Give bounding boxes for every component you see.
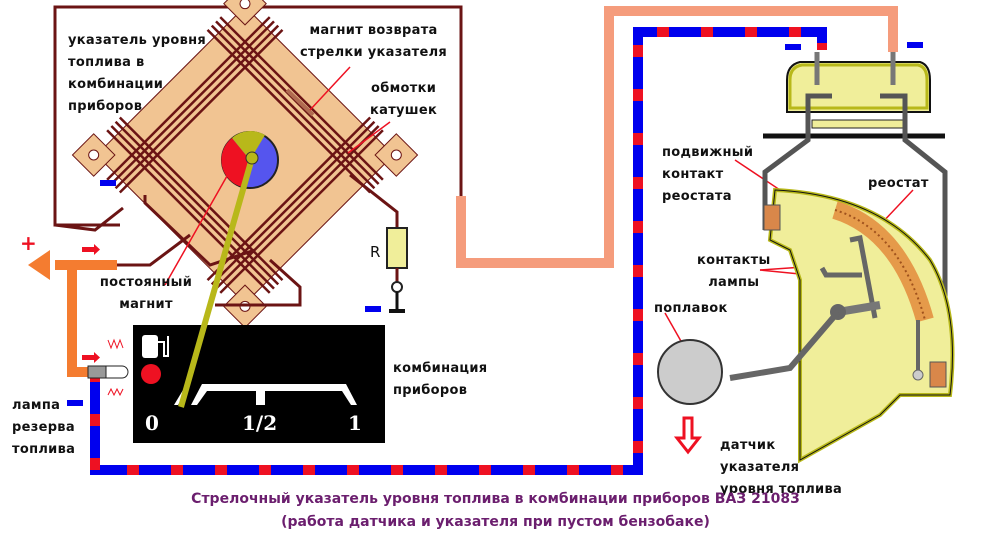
plus-sign: + xyxy=(20,231,37,255)
wire-bottom-loop xyxy=(215,258,302,307)
wire-coil-lower xyxy=(54,206,124,232)
instrument-cluster xyxy=(133,325,385,443)
scale-label-1: 1 xyxy=(348,411,362,435)
gauge-scale xyxy=(174,384,357,405)
float xyxy=(657,339,723,405)
return-magnet xyxy=(285,88,315,117)
resistor-terminal xyxy=(391,281,403,293)
caption-line-1: Стрелочный указатель уровня топлива в ко… xyxy=(191,491,800,507)
current-arrow-icons xyxy=(82,244,100,363)
fuel-sender xyxy=(729,52,955,464)
resistor xyxy=(386,227,408,269)
minus-icons xyxy=(67,42,923,406)
coil-windings xyxy=(106,16,384,294)
reserve-lamp-icon xyxy=(87,338,129,397)
wire-gauge-loop xyxy=(53,5,463,227)
plus-wire xyxy=(28,250,117,377)
scale-label-half: 1/2 xyxy=(242,411,277,435)
wire-sensor xyxy=(456,6,898,268)
caption-line-2: (работа датчика и указателя при пустом б… xyxy=(281,514,710,530)
wire-to-resistor xyxy=(349,173,399,228)
ground-wire xyxy=(90,27,827,475)
wire-coil-loop xyxy=(143,195,256,267)
fuel-pump-icon xyxy=(142,335,169,358)
gauge-needle xyxy=(178,157,255,408)
resistor-label: R xyxy=(370,243,380,261)
label-float: поплавок xyxy=(654,301,728,316)
label-rheostat: реостат xyxy=(868,176,929,191)
scale-label-0: 0 xyxy=(145,411,159,435)
down-arrow-icon xyxy=(673,416,703,455)
reserve-warning-light xyxy=(141,364,161,384)
wire-plus-to-coil xyxy=(115,233,191,267)
